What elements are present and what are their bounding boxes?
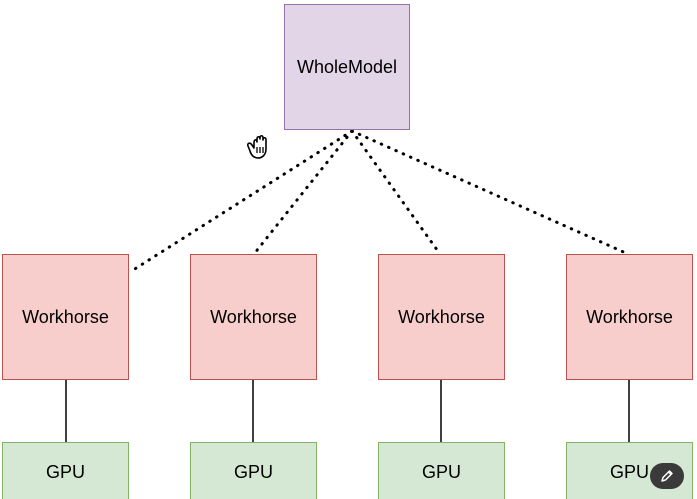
workhorse-node-4[interactable]: Workhorse bbox=[566, 254, 693, 380]
workhorse-label-4: Workhorse bbox=[586, 306, 673, 327]
workhorse-node-2[interactable]: Workhorse bbox=[190, 254, 317, 380]
gpu-label-1: GPU bbox=[45, 462, 85, 482]
edit-button[interactable] bbox=[650, 463, 684, 489]
workhorse-label-3: Workhorse bbox=[398, 306, 485, 327]
workhorse-label-2: Workhorse bbox=[210, 306, 297, 327]
gpu-node-2[interactable]: GPU bbox=[190, 442, 317, 499]
dotted-connector-model-worker-3 bbox=[350, 129, 442, 256]
workhorse-node-3[interactable]: Workhorse bbox=[378, 254, 505, 380]
workhorse-label-1: Workhorse bbox=[22, 306, 109, 327]
dotted-connector-model-worker-4 bbox=[350, 129, 630, 256]
whole-model-label: WholeModel bbox=[296, 56, 398, 77]
dotted-connector-model-worker-1 bbox=[128, 129, 354, 274]
gpu-label-3: GPU bbox=[421, 462, 461, 482]
hand-grab-icon bbox=[246, 130, 274, 160]
dotted-connector-model-worker-2 bbox=[252, 129, 354, 256]
pencil-icon bbox=[661, 470, 673, 482]
gpu-label-2: GPU bbox=[233, 462, 273, 482]
gpu-node-3[interactable]: GPU bbox=[378, 442, 505, 499]
whole-model-node[interactable]: WholeModel bbox=[284, 4, 410, 130]
gpu-node-4[interactable]: GPU bbox=[566, 442, 693, 499]
gpu-node-1[interactable]: GPU bbox=[2, 442, 129, 499]
workhorse-node-1[interactable]: Workhorse bbox=[2, 254, 129, 380]
gpu-label-4: GPU bbox=[609, 462, 649, 482]
